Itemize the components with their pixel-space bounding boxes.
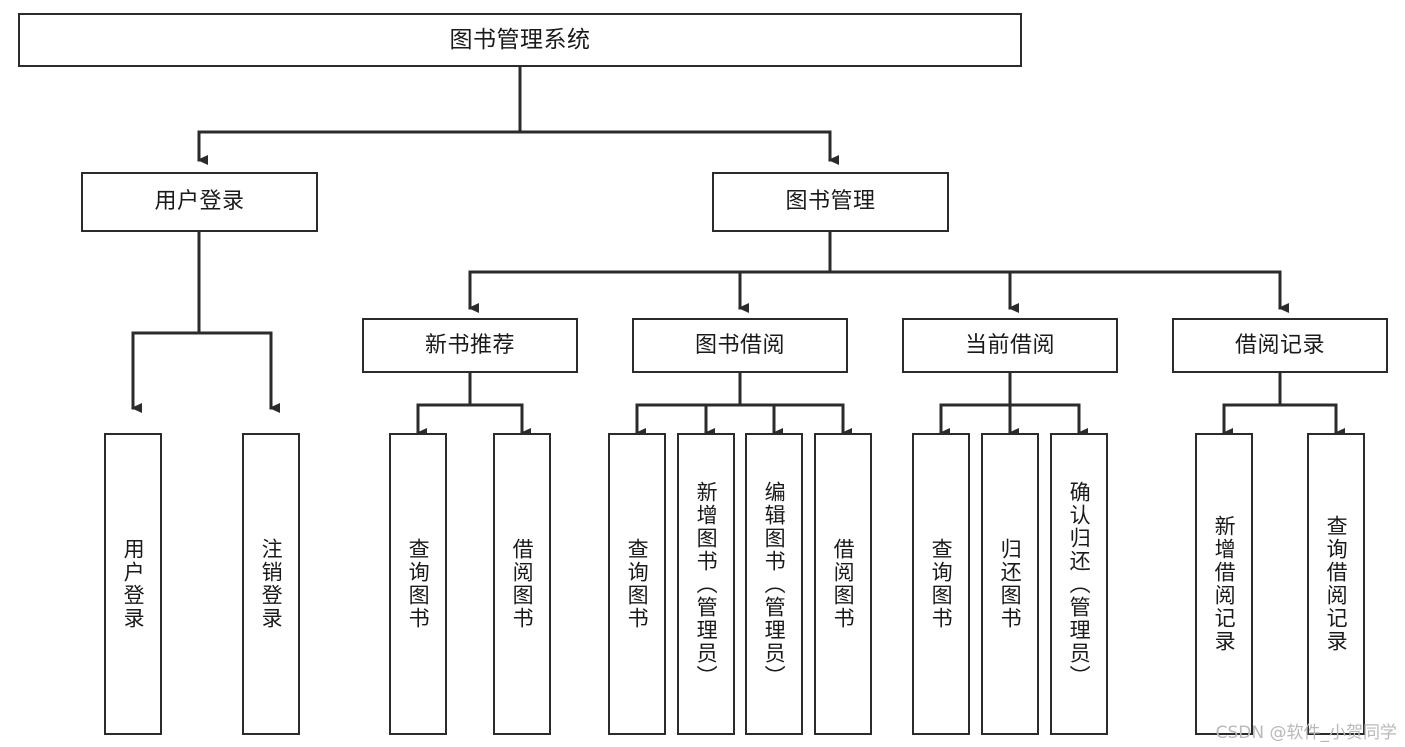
- node-label: 新书推荐: [424, 332, 515, 358]
- node-leaf-borrow-books-newbook[interactable]: 借阅图书: [493, 433, 551, 735]
- node-label: 新增图书（管理员）: [694, 480, 719, 688]
- node-book-management[interactable]: 图书管理: [712, 172, 949, 232]
- node-label: 确认归还（管理员）: [1067, 480, 1092, 688]
- node-label: 归还图书: [998, 538, 1023, 630]
- node-leaf-edit-book-admin[interactable]: 编辑图书（管理员）: [745, 433, 803, 735]
- node-label: 编辑图书（管理员）: [762, 480, 787, 688]
- node-label: 查询图书: [625, 538, 650, 630]
- node-leaf-add-book-admin[interactable]: 新增图书（管理员）: [677, 433, 735, 735]
- node-leaf-query-books-borrow[interactable]: 查询图书: [608, 433, 666, 735]
- node-leaf-logout[interactable]: 注销登录: [242, 433, 300, 735]
- node-leaf-return-books[interactable]: 归还图书: [981, 433, 1039, 735]
- node-leaf-confirm-return-admin[interactable]: 确认归还（管理员）: [1050, 433, 1108, 735]
- node-user-login[interactable]: 用户登录: [81, 172, 318, 232]
- node-label: 新增借阅记录: [1212, 515, 1237, 653]
- node-label: 查询借阅记录: [1324, 515, 1349, 653]
- node-label: 图书管理: [785, 189, 876, 215]
- node-label: 注销登录: [259, 538, 284, 630]
- node-label: 当前借阅: [964, 332, 1055, 358]
- node-label: 图书借阅: [694, 332, 785, 358]
- node-label: 用户登录: [154, 189, 245, 215]
- node-current-borrowing[interactable]: 当前借阅: [902, 318, 1118, 373]
- node-leaf-query-borrow-record[interactable]: 查询借阅记录: [1307, 433, 1365, 735]
- node-leaf-query-books-current[interactable]: 查询图书: [912, 433, 970, 735]
- node-label: 借阅记录: [1234, 332, 1325, 358]
- node-leaf-borrow-books[interactable]: 借阅图书: [814, 433, 872, 735]
- node-label: 借阅图书: [831, 538, 856, 630]
- node-leaf-add-borrow-record[interactable]: 新增借阅记录: [1195, 433, 1253, 735]
- node-label: 图书管理系统: [449, 26, 591, 53]
- node-leaf-query-books-newbook[interactable]: 查询图书: [389, 433, 447, 735]
- node-root-book-management-system[interactable]: 图书管理系统: [18, 13, 1022, 67]
- node-new-book-recommendation[interactable]: 新书推荐: [362, 318, 578, 373]
- node-label: 查询图书: [929, 538, 954, 630]
- node-book-borrowing[interactable]: 图书借阅: [632, 318, 848, 373]
- node-label: 用户登录: [121, 538, 146, 630]
- node-leaf-user-login[interactable]: 用户登录: [104, 433, 162, 735]
- node-label: 查询图书: [406, 538, 431, 630]
- node-borrowing-records[interactable]: 借阅记录: [1172, 318, 1388, 373]
- node-label: 借阅图书: [510, 538, 535, 630]
